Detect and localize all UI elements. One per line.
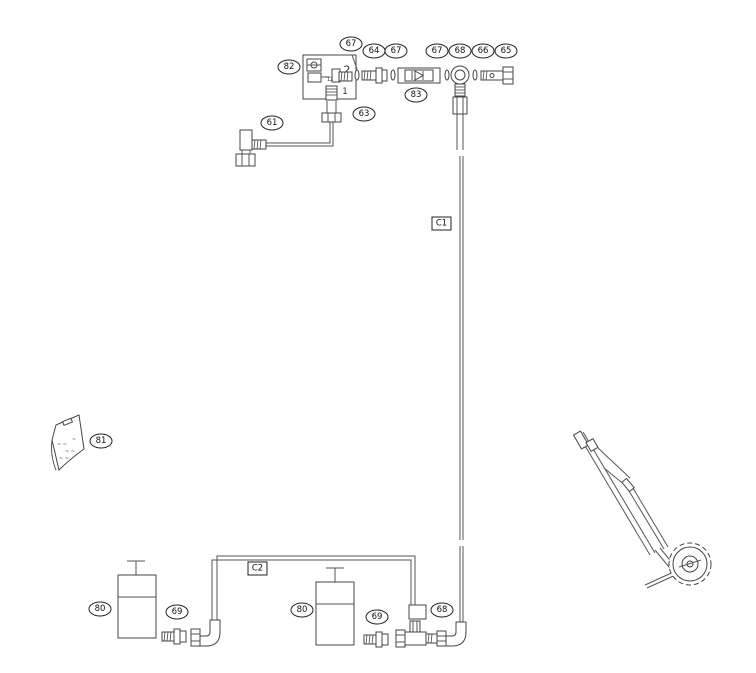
callout-80-left: 80 bbox=[88, 601, 112, 617]
tank-80-right bbox=[315, 567, 355, 646]
connector-69-left bbox=[161, 628, 187, 645]
elbow-bottom-right bbox=[445, 621, 467, 647]
check-valve-83 bbox=[397, 67, 441, 84]
callout-80-right: 80 bbox=[290, 602, 314, 618]
tee-connector bbox=[395, 566, 427, 648]
callout-67-b: 67 bbox=[384, 43, 408, 59]
svg-text:81: 81 bbox=[96, 436, 107, 446]
callout-61: 61 bbox=[260, 115, 284, 131]
callout-69-left: 69 bbox=[165, 604, 189, 620]
o-ring-67-c bbox=[444, 69, 450, 81]
fitting-68-bottom bbox=[425, 630, 447, 647]
callout-65: 65 bbox=[494, 43, 518, 59]
grease-bag-81: ~ ~ ~ ~ ~ ~ ~ bbox=[51, 414, 85, 471]
svg-text:82: 82 bbox=[284, 62, 295, 72]
port-12-marking: 12 bbox=[327, 77, 333, 83]
svg-text:80: 80 bbox=[297, 605, 308, 615]
callout-68-top: 68 bbox=[448, 43, 472, 59]
connector-64 bbox=[361, 67, 388, 84]
callout-69-right: 69 bbox=[365, 609, 389, 625]
banjo-68 bbox=[450, 65, 470, 115]
svg-text:68: 68 bbox=[455, 46, 466, 56]
svg-text:~: ~ bbox=[72, 437, 76, 443]
callout-67-c: 67 bbox=[425, 43, 449, 59]
svg-text:C2: C2 bbox=[252, 564, 263, 574]
svg-text:69: 69 bbox=[372, 612, 383, 622]
callout-66: 66 bbox=[471, 43, 495, 59]
svg-text:66: 66 bbox=[478, 46, 489, 56]
port-2-marking: 2 bbox=[344, 64, 351, 77]
o-ring-67-a bbox=[354, 69, 360, 81]
svg-text:~ ~: ~ ~ bbox=[57, 442, 67, 448]
line-tag-c2: C2 bbox=[247, 561, 268, 576]
svg-text:83: 83 bbox=[411, 90, 422, 100]
tank-80-left bbox=[117, 560, 157, 639]
port-1-marking: 1 bbox=[342, 87, 348, 97]
svg-text:~ ~: ~ ~ bbox=[65, 449, 75, 455]
o-ring-66 bbox=[472, 69, 478, 81]
svg-text:65: 65 bbox=[501, 46, 512, 56]
callout-63: 63 bbox=[352, 106, 376, 122]
callout-81: 81 bbox=[89, 433, 113, 449]
svg-text:C1: C1 bbox=[436, 219, 447, 229]
connector-69-right bbox=[363, 631, 389, 648]
callout-68-bottom: 68 bbox=[430, 602, 454, 618]
svg-text:64: 64 bbox=[369, 46, 380, 56]
callout-64: 64 bbox=[362, 43, 386, 59]
svg-text:69: 69 bbox=[172, 607, 183, 617]
svg-text:68: 68 bbox=[437, 605, 448, 615]
fitting-63 bbox=[321, 85, 342, 123]
banjo-bolt-65 bbox=[480, 66, 514, 85]
svg-text:63: 63 bbox=[359, 109, 370, 119]
callout-82: 82 bbox=[277, 59, 301, 75]
o-ring-67-b bbox=[390, 69, 396, 81]
nipple-side bbox=[338, 71, 353, 82]
svg-text:67: 67 bbox=[346, 39, 357, 49]
line-tag-c1: C1 bbox=[431, 216, 452, 231]
svg-text:80: 80 bbox=[95, 604, 106, 614]
toothed-wheel bbox=[668, 542, 712, 586]
callout-83: 83 bbox=[404, 87, 428, 103]
elbow-61 bbox=[235, 129, 267, 167]
callout-67-top: 67 bbox=[339, 36, 363, 52]
svg-text:~ ~: ~ ~ bbox=[59, 456, 69, 462]
elbow-bottom-left bbox=[190, 619, 221, 647]
svg-text:67: 67 bbox=[391, 46, 402, 56]
svg-text:61: 61 bbox=[267, 118, 278, 128]
svg-text:67: 67 bbox=[432, 46, 443, 56]
